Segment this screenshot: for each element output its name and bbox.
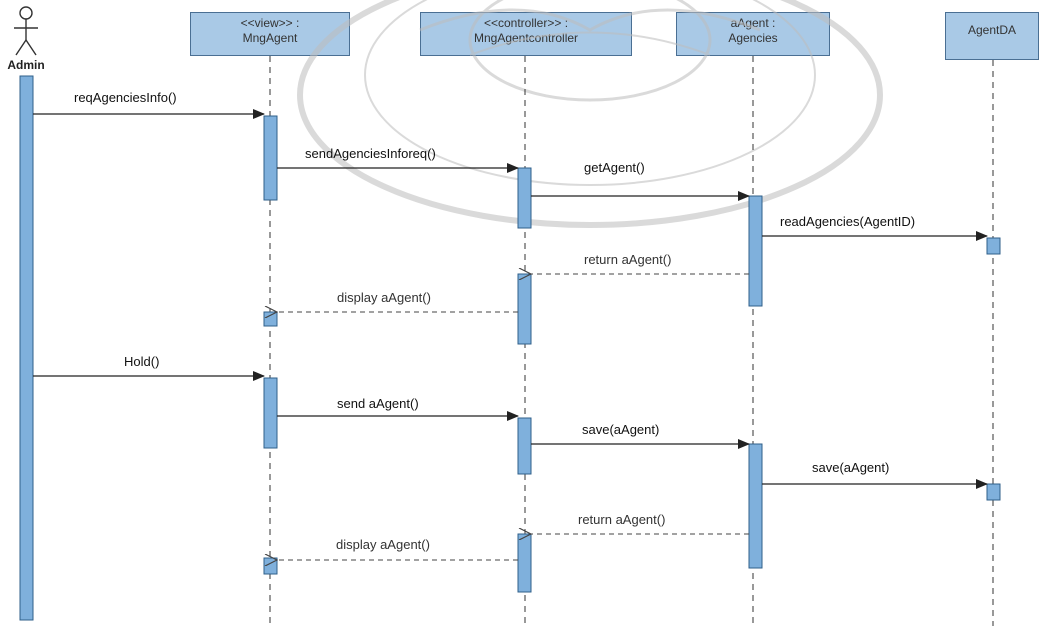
activation-view-2 — [263, 311, 278, 327]
view-stereotype: <<view>> : — [240, 16, 300, 30]
message-label-save-aAgent-2: save(aAgent) — [812, 460, 890, 475]
activation-admin — [19, 75, 34, 621]
actor-admin — [14, 6, 38, 56]
message-label-display-aAgent-1: display aAgent() — [337, 290, 431, 305]
agent-stereotype: aAgent : — [730, 16, 776, 30]
activation-agent-1 — [748, 195, 763, 307]
message-label-readAgencies: readAgencies(AgentID) — [780, 214, 916, 229]
agent-name: Agencies — [728, 31, 778, 45]
message-label-save-aAgent-1: save(aAgent) — [582, 422, 660, 437]
message-label-reqAgenciesInfo: reqAgenciesInfo() — [74, 90, 177, 105]
view-name: MngAgent — [242, 31, 298, 45]
activation-agentda-2 — [986, 483, 1001, 501]
activation-agent-2 — [748, 443, 763, 569]
message-label-getAgent: getAgent() — [584, 160, 645, 175]
message-label-return-aAgent-1: return aAgent() — [584, 252, 672, 267]
message-label-return-aAgent-2: return aAgent() — [578, 512, 666, 527]
activation-view-3 — [263, 377, 278, 449]
message-label-sendAgenciesInforeq: sendAgenciesInforeq() — [305, 146, 436, 161]
message-arrows — [33, 109, 988, 560]
activation-controller-2 — [517, 273, 532, 345]
activation-controller-1 — [517, 167, 532, 229]
watermark-seal — [297, 0, 883, 228]
activation-agentda-1 — [986, 237, 1001, 255]
agentda-name: AgentDA — [967, 23, 1017, 37]
activations — [19, 75, 1001, 621]
activation-view-1 — [263, 115, 278, 201]
lifeline-header-agentda: AgentDA — [945, 12, 1039, 60]
lifeline-header-view: <<view>> : MngAgent — [190, 12, 350, 56]
activation-controller-4 — [517, 533, 532, 593]
activation-view-4 — [263, 557, 278, 575]
activation-controller-3 — [517, 417, 532, 475]
controller-stereotype: <<controller>> : — [483, 16, 569, 30]
message-label-hold: Hold() — [124, 354, 160, 369]
actor-label: Admin — [7, 58, 45, 72]
message-label-display-aAgent-2: display aAgent() — [336, 537, 430, 552]
message-label-send-aAgent: send aAgent() — [337, 396, 419, 411]
